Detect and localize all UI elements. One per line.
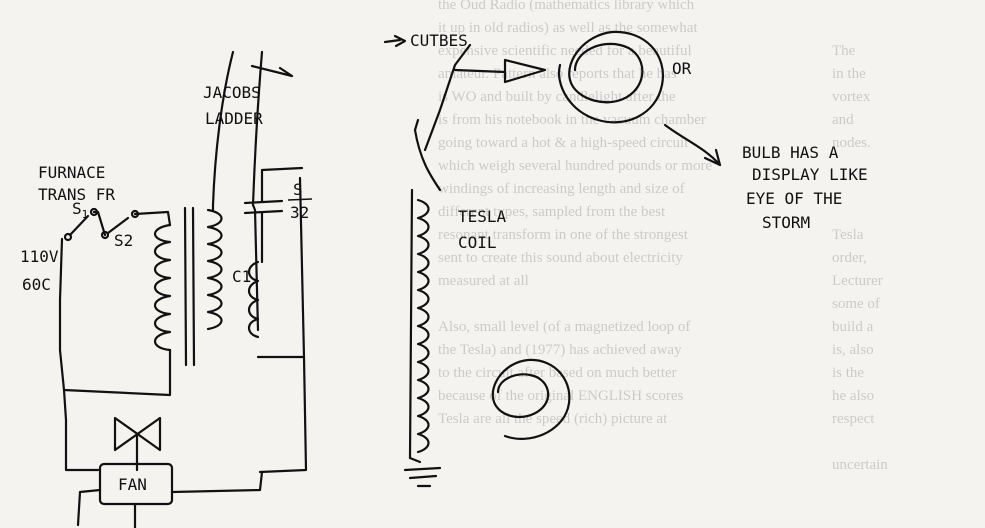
background-text-line: amateur. Pattern also reports that he ha… [438,66,677,82]
label-storm: STORM [762,213,810,232]
background-text-line: is the [832,365,865,381]
label-s-frac-top: S [293,180,303,199]
transformer-primary-coil [153,223,172,352]
label-cycles: 60C [22,275,51,294]
label-jacobs: JACOBS [203,83,261,102]
background-text-line: vortex [832,89,871,105]
primary-return-wire [258,355,308,474]
background-text-line: is, also [832,342,874,358]
jacobs-ladder-right-electrode [251,50,264,207]
tesla-secondary-coil-top [413,118,442,192]
background-text-line: and [832,112,854,128]
background-text-line: respect [832,411,875,427]
label-coil: COIL [458,233,497,252]
background-text-line: he also [832,388,875,404]
label-s2: S2 [114,231,133,250]
jacobs-ladder-arrow [250,64,294,78]
label-transfr: TRANS FR [38,185,115,204]
label-or: OR [672,59,692,78]
label-c1: C1 [232,267,251,286]
capacitor-plate-top [243,199,284,205]
background-text-line: The [832,43,856,59]
background-text-line: measured at all [438,273,529,289]
background-column-right: The in the vortex and nodes. Tesla order, Lectu… [832,0,985,477]
bottom-spiral [491,358,571,440]
background-text-line: Tesla are all the speed (rich) picture a… [438,411,668,427]
background-text-line: build a [832,319,874,335]
background-text-line: going toward a hot & a high-speed circui… [438,135,689,151]
secondary-wire-right [251,203,260,332]
label-eye: EYE OF THE [746,189,842,208]
label-s-frac-bottom: 32 [290,203,309,222]
jacobs-ladder-left-electrode [211,50,235,207]
label-furnace: FURNACE [38,163,105,182]
background-text-line: resonant transform in one of the stronge… [438,227,688,243]
tesla-secondary-ground [403,456,442,488]
tesla-primary-coil [247,260,260,339]
background-text-line: the Oud Radio (mathematics library which [438,0,695,13]
background-text-line: some of [832,296,880,312]
background-text-line: Also, small level (of a magnetized loop … [438,319,691,335]
mains-wire-bottom [62,388,100,472]
background-text-line: in the [832,66,866,82]
background-text-line: because of the original ENGLISH scores [438,388,684,404]
cutbes-arrow [383,34,407,48]
background-text-line: windings of increasing length and size o… [438,181,685,197]
bulb-stem [453,58,547,84]
spark-electrode [423,43,472,152]
background-text-line: order, [832,250,867,266]
tesla-primary-frame [256,176,306,359]
switch-s1 [68,214,90,237]
capacitor-plate-bottom [243,209,284,215]
background-text-line: the Tesla) and (1977) has achieved away [438,342,682,358]
label-fan: FAN [118,475,147,494]
tesla-secondary-left-edge [408,188,414,460]
mains-wire [58,237,172,397]
background-text-line: sent to create this sound about electric… [438,250,683,266]
toroid-spiral [557,30,665,124]
fan-ground [76,470,264,528]
bulb-arrow [663,123,722,167]
background-text-line: Lecturer [832,273,883,289]
background-text-line: different types, sampled from the best [438,204,666,220]
background-text-line: which weigh several hundred pounds or mo… [438,158,713,174]
background-text-line: nodes. [832,135,871,151]
tesla-secondary-coil [416,198,430,454]
background-text-line: it up in old radios) as well as the some… [438,20,698,36]
transformer-secondary-coil [206,208,223,331]
label-cutbes: CUTBES [410,31,468,50]
background-text-line: uncertain [832,457,888,473]
capacitor-lead [260,166,304,203]
fan-blades [113,416,162,452]
label-bulb: BULB HAS A [742,143,839,162]
transformer-core-left [183,206,188,367]
label-display: DISPLAY LIKE [752,165,868,184]
background-column-middle: the Oud Radio (mathematics library which… [438,0,783,431]
label-voltage: 110V [20,247,59,266]
transformer-core-right [191,206,196,367]
label-tesla: TESLA [458,207,507,226]
background-text-line: Tesla [832,227,864,243]
switch-s2 [106,216,130,235]
label-s1: S1 [72,199,88,221]
switch-wire [92,210,172,237]
label-ladder: LADDER [205,109,263,128]
